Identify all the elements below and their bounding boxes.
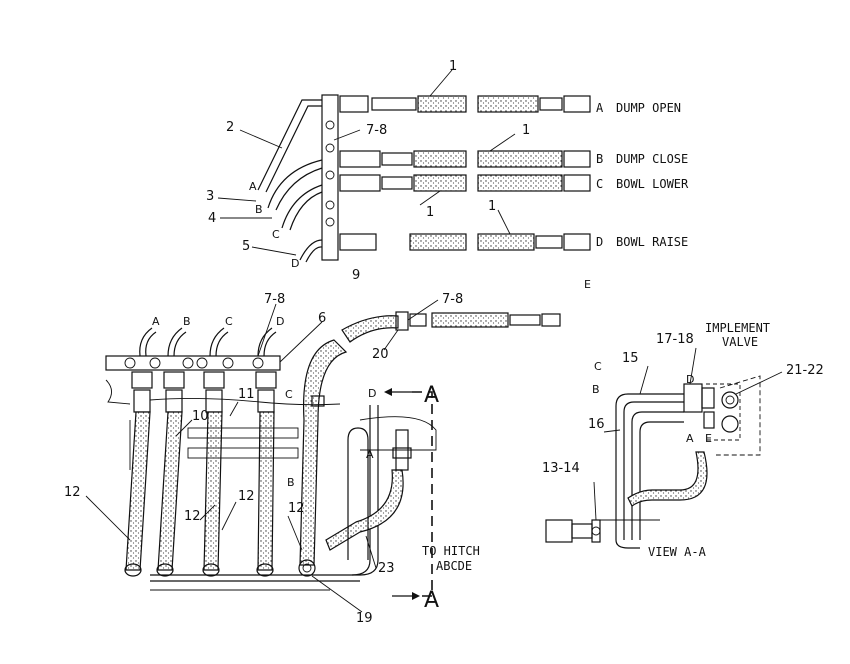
callout-5: 5 — [242, 239, 250, 254]
line-letter-b: B — [255, 203, 263, 216]
manifold-bar — [105, 355, 281, 371]
function-bowl-raise: BOWL RAISE — [616, 235, 688, 249]
callout-12a: 12 — [64, 485, 81, 500]
to-hitch-label: TO HITCH — [422, 544, 480, 558]
callout-7-8-main-a: 7-8 — [264, 292, 285, 307]
tube-letter-b: B — [183, 315, 191, 328]
section-mark-a-bottom: A — [424, 588, 439, 613]
view-letter-c: C — [594, 360, 602, 373]
callout-9: 9 — [352, 268, 360, 283]
callout-19: 19 — [356, 611, 373, 626]
view-letter-e: E — [705, 432, 712, 445]
line-letter-a: A — [249, 180, 257, 193]
inner-letter-d: D — [368, 387, 376, 400]
tube-letter-a: A — [152, 315, 160, 328]
hose-row-a — [339, 95, 591, 113]
callout-6: 6 — [318, 311, 326, 326]
function-dump-close: DUMP CLOSE — [616, 152, 688, 166]
callout-12c: 12 — [238, 489, 255, 504]
manifold-block — [321, 94, 339, 261]
callout-1c: 1 — [426, 205, 434, 220]
line-letter-c: C — [272, 228, 280, 241]
callout-e: E — [584, 278, 591, 291]
function-letter-d: D — [596, 235, 603, 249]
inner-letter-c: C — [285, 388, 293, 401]
view-a-a-title: VIEW A-A — [648, 545, 707, 559]
hose-row-d — [339, 233, 591, 251]
view-letter-b: B — [592, 383, 600, 396]
hose-row-c — [339, 174, 591, 192]
function-letter-a: A — [596, 101, 604, 115]
function-letter-b: B — [596, 152, 603, 166]
callout-17-18: 17-18 — [656, 332, 694, 347]
callout-1b: 1 — [522, 123, 530, 138]
function-dump-open: DUMP OPEN — [616, 101, 681, 115]
view-letter-a: A — [686, 432, 694, 445]
callout-4: 4 — [208, 211, 216, 226]
callout-10: 10 — [192, 409, 209, 424]
main-view: 7-8 6 7-8 20 11 10 12 12 12 12 23 19 A B… — [64, 292, 561, 626]
callout-11: 11 — [238, 387, 255, 402]
callout-1a: 1 — [449, 59, 457, 74]
callout-20: 20 — [372, 347, 389, 362]
function-bowl-lower: BOWL LOWER — [616, 177, 689, 191]
callout-16: 16 — [588, 417, 605, 432]
callout-15: 15 — [622, 351, 639, 366]
implement-valve-line1: IMPLEMENT — [705, 321, 770, 335]
view-letter-d: D — [686, 373, 694, 386]
callout-12d: 12 — [288, 501, 305, 516]
function-letter-c: C — [596, 177, 603, 191]
to-hitch-letters: ABCDE — [436, 559, 472, 573]
callout-12b: 12 — [184, 509, 201, 524]
view-a-a: IMPLEMENT VALVE 17-18 15 21-22 16 13-14 … — [542, 321, 824, 559]
callout-2: 2 — [226, 120, 234, 135]
tube-letter-d: D — [276, 315, 284, 328]
callout-1d: 1 — [488, 199, 496, 214]
callout-13-14: 13-14 — [542, 461, 580, 476]
callout-23: 23 — [378, 561, 395, 576]
hose-row-b — [339, 150, 591, 168]
implement-valve-line2: VALVE — [722, 335, 758, 349]
callout-7-8-top: 7-8 — [366, 123, 387, 138]
inner-letter-a: A — [366, 448, 374, 461]
line-letter-d: D — [291, 257, 299, 270]
top-view: 1 2 3 4 5 7-8 9 1 1 1 E A B C D A DUMP O… — [206, 59, 689, 291]
tube-letter-c: C — [225, 315, 233, 328]
callout-7-8-main-b: 7-8 — [442, 292, 463, 307]
callout-3: 3 — [206, 189, 214, 204]
section-mark-a-top: A — [424, 383, 439, 408]
inner-letter-b: B — [287, 476, 295, 489]
callout-21-22: 21-22 — [786, 363, 824, 378]
